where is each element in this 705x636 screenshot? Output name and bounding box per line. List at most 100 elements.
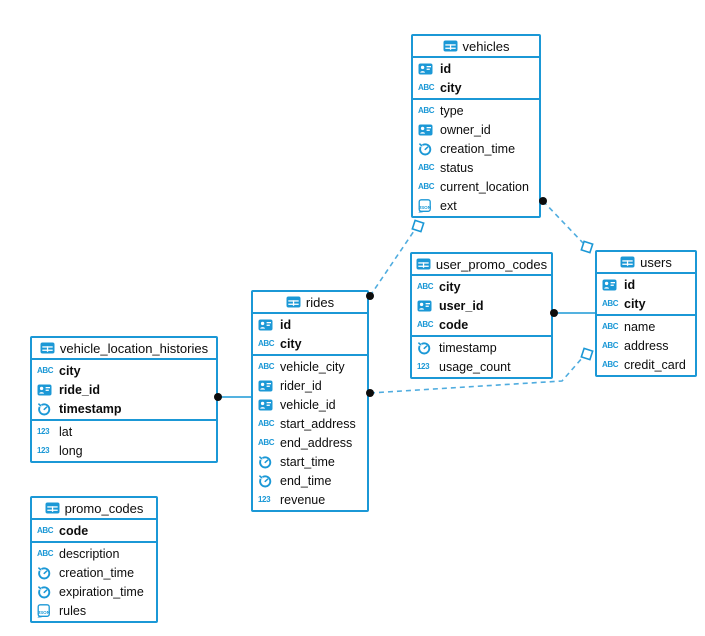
field-row-status: ABC status <box>413 158 539 177</box>
field-row-id: id <box>253 315 367 334</box>
timestamp-icon <box>258 455 275 469</box>
table-title: users <box>640 254 672 270</box>
svg-text:JSON: JSON <box>38 610 51 615</box>
uuid-icon <box>37 384 54 396</box>
field-row-user_id: user_id <box>412 296 551 315</box>
text-type-icon: ABC <box>602 360 619 369</box>
field-row-vehicle_city: ABC vehicle_city <box>253 357 367 376</box>
field-row-start_address: ABC start_address <box>253 414 367 433</box>
table-header-vehicle_location_histories[interactable]: vehicle_location_histories <box>32 338 216 360</box>
text-type-icon: ABC <box>258 438 275 447</box>
field-name: vehicle_city <box>280 359 345 374</box>
uuid-icon <box>258 319 275 331</box>
field-name: status <box>440 160 474 175</box>
field-name: city <box>624 296 646 311</box>
text-type-icon: ABC <box>258 419 275 428</box>
field-row-id: id <box>413 59 539 78</box>
table-title: rides <box>305 294 335 310</box>
table-title: promo_codes <box>64 500 144 516</box>
field-name: user_id <box>439 298 484 313</box>
text-type-icon: ABC <box>602 341 619 350</box>
field-name: current_location <box>440 179 529 194</box>
field-name: code <box>59 523 89 538</box>
field-row-start_time: start_time <box>253 452 367 471</box>
field-name: rider_id <box>280 378 322 393</box>
field-name: usage_count <box>439 359 511 374</box>
json-type-icon: JSON <box>37 603 54 618</box>
table-header-promo_codes[interactable]: promo_codes <box>32 498 156 520</box>
field-row-expiration_time: expiration_time <box>32 582 156 601</box>
table-icon <box>416 258 431 270</box>
timestamp-icon <box>37 585 54 599</box>
table-icon <box>443 40 458 52</box>
field-row-creation_time: creation_time <box>413 139 539 158</box>
number-type-icon: 123 <box>37 446 50 455</box>
field-name: id <box>624 277 636 292</box>
uuid-icon <box>418 124 435 136</box>
uuid-icon <box>418 63 435 75</box>
field-row-creation_time: creation_time <box>32 563 156 582</box>
field-name: end_time <box>280 473 332 488</box>
uuid-icon <box>258 399 275 411</box>
field-name: timestamp <box>439 340 497 355</box>
table-title: vehicles <box>462 38 510 54</box>
timestamp-icon <box>37 402 54 416</box>
field-name: start_address <box>280 416 356 431</box>
text-type-icon: ABC <box>258 362 275 371</box>
field-row-city: ABC city <box>412 277 551 296</box>
table-title: vehicle_location_histories <box>59 340 209 356</box>
table-header-users[interactable]: users <box>597 252 695 274</box>
field-name: name <box>624 319 656 334</box>
field-name: creation_time <box>59 565 135 580</box>
field-row-city: ABC city <box>32 361 216 380</box>
field-name: expiration_time <box>59 584 144 599</box>
text-type-icon: ABC <box>417 320 434 329</box>
table-icon <box>40 342 55 354</box>
field-name: lat <box>59 424 73 439</box>
field-name: city <box>440 80 462 95</box>
field-row-credit_card: ABC credit_card <box>597 355 695 374</box>
table-header-vehicles[interactable]: vehicles <box>413 36 539 58</box>
table-header-rides[interactable]: rides <box>253 292 367 314</box>
field-name: city <box>280 336 302 351</box>
table-icon <box>286 296 301 308</box>
field-name: id <box>440 61 452 76</box>
text-type-icon: ABC <box>418 182 435 191</box>
text-type-icon: ABC <box>418 163 435 172</box>
field-name: credit_card <box>624 357 686 372</box>
uuid-icon <box>602 279 619 291</box>
field-name: city <box>439 279 461 294</box>
field-name: revenue <box>280 492 326 507</box>
table-icon <box>620 256 635 268</box>
field-name: ride_id <box>59 382 100 397</box>
text-type-icon: ABC <box>37 366 54 375</box>
table-header-user_promo_codes[interactable]: user_promo_codes <box>412 254 551 276</box>
field-name: creation_time <box>440 141 516 156</box>
field-name: city <box>59 363 81 378</box>
json-type-icon: JSON <box>418 198 435 213</box>
field-row-end_time: end_time <box>253 471 367 490</box>
text-type-icon: ABC <box>417 282 434 291</box>
timestamp-icon <box>417 341 434 355</box>
